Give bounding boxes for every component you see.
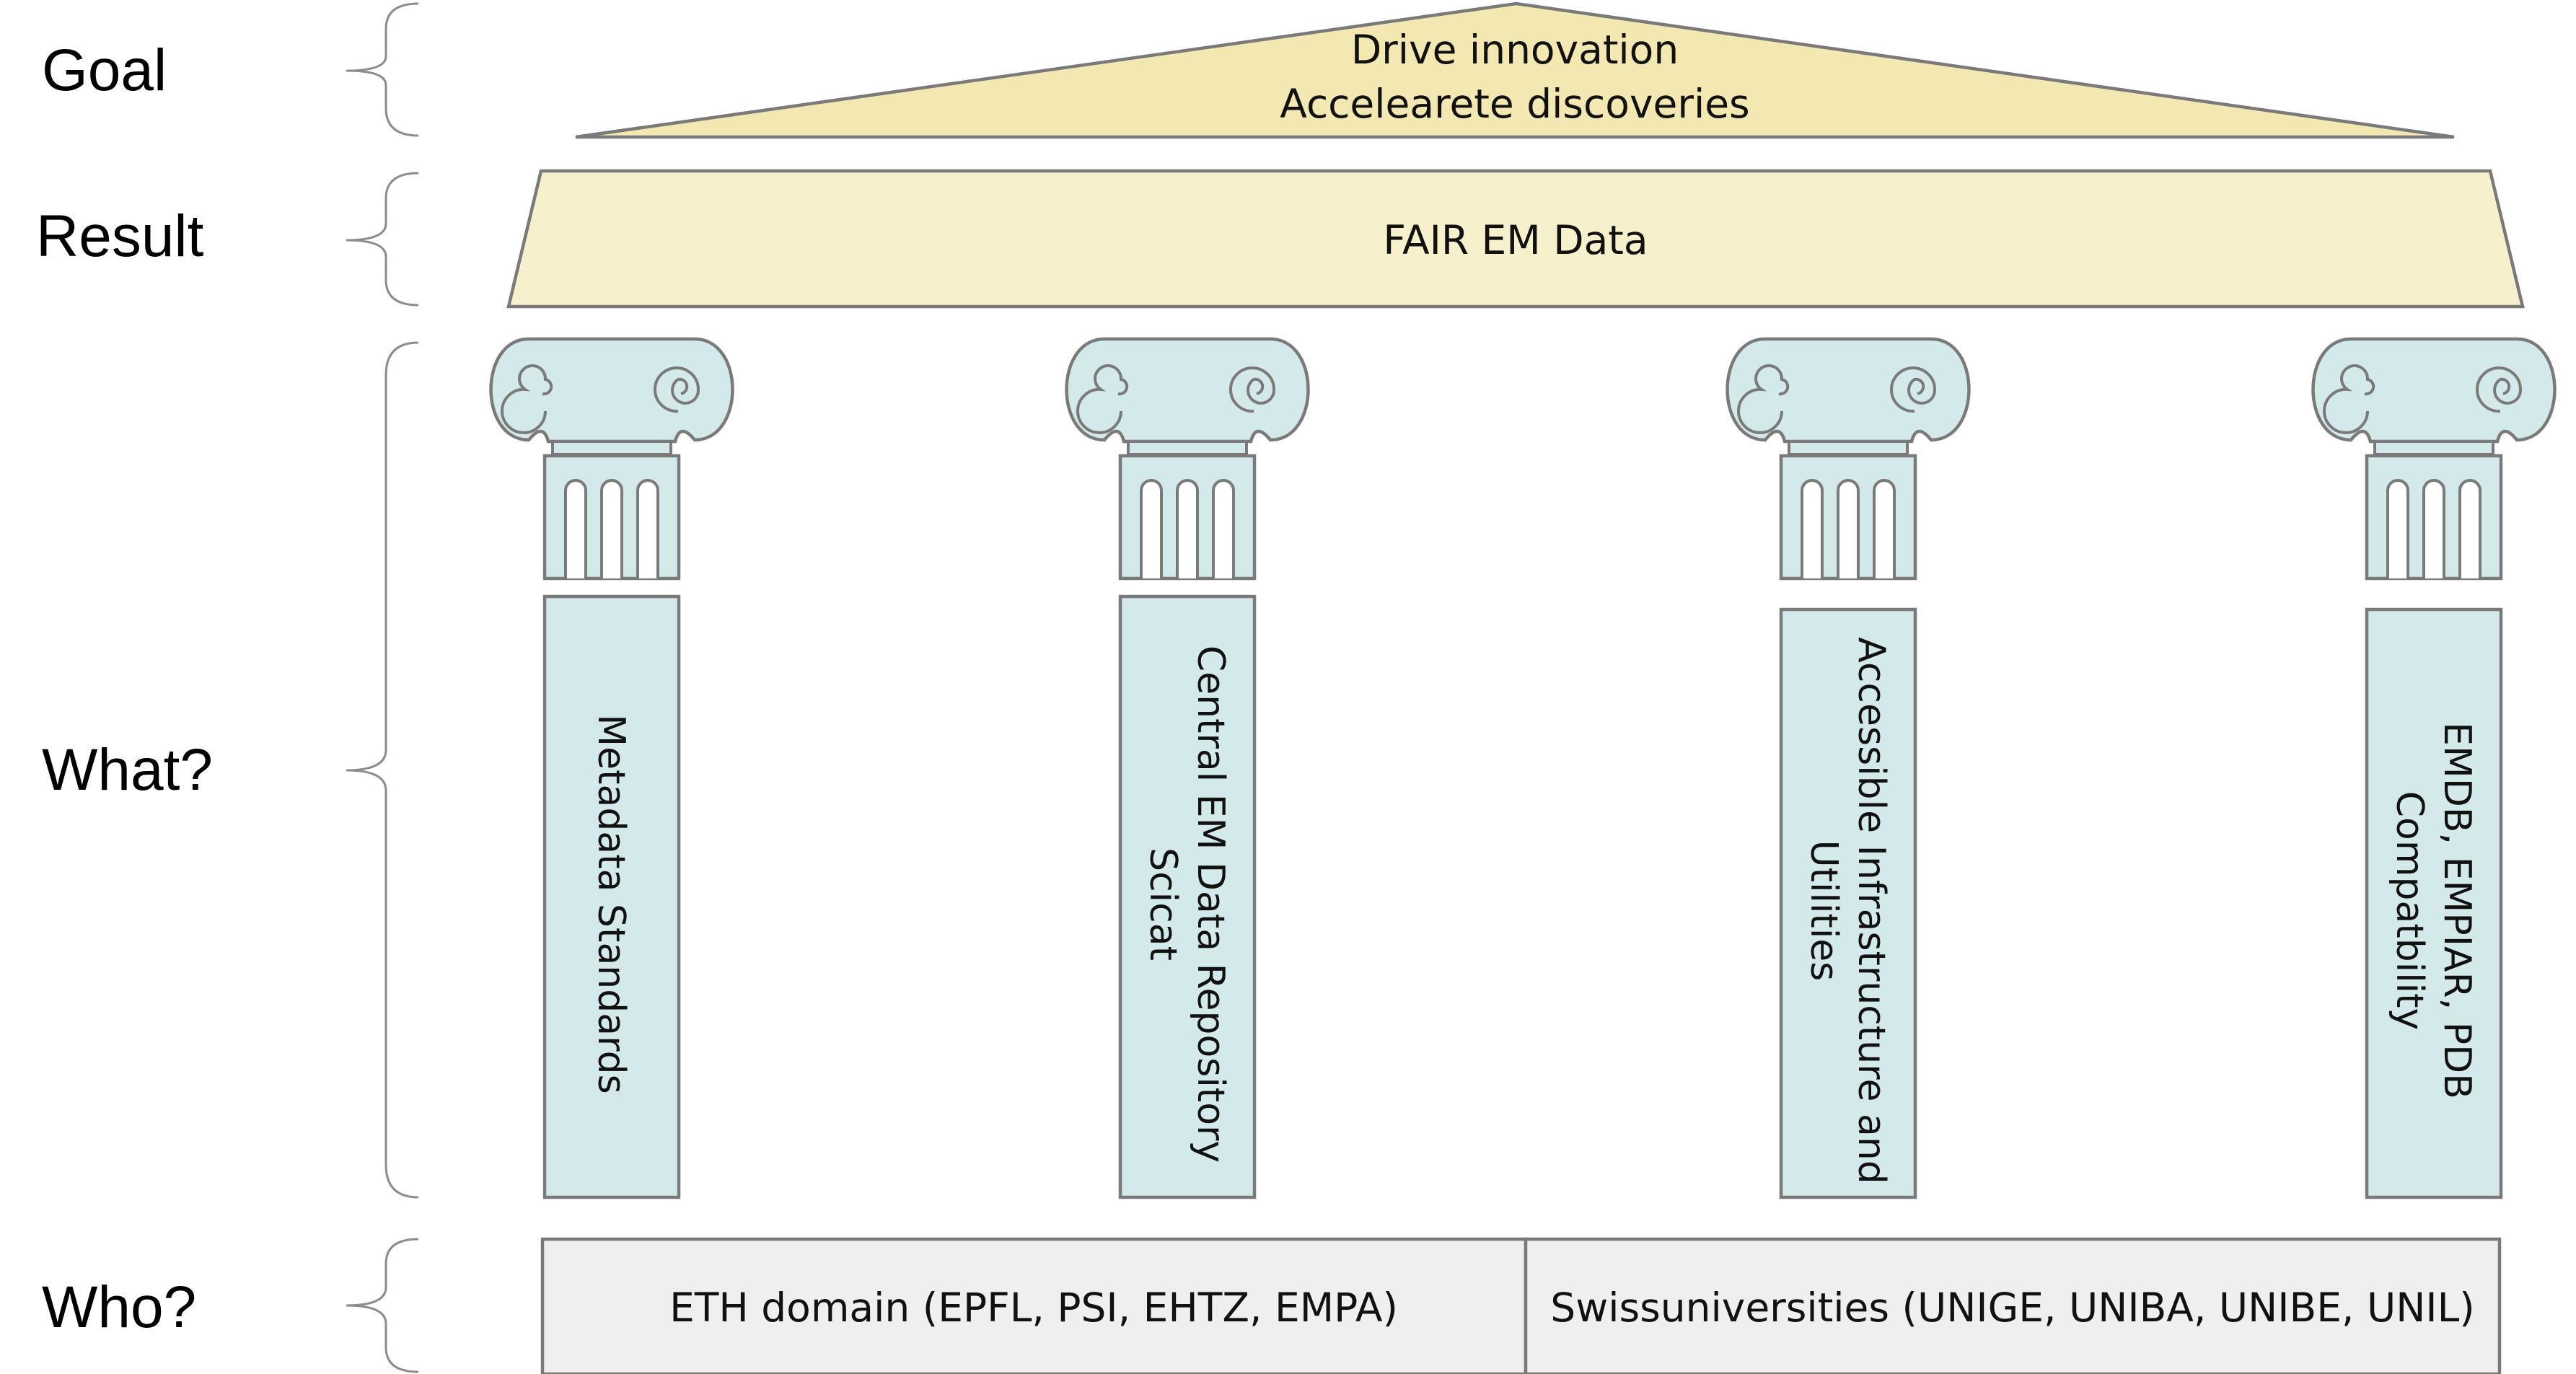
pillar-1-label-line-1: Metadata Standards	[589, 714, 633, 1093]
foundation-right-box	[1524, 1237, 2502, 1374]
pillar-4-capital	[2311, 337, 2557, 444]
pillar-4-volute-left	[2323, 364, 2375, 434]
pillar-4-volute-right	[2476, 366, 2523, 413]
pillar-4-label: EMDB, EMPIAR, PDBCompatbility	[2388, 722, 2479, 1099]
pillar-3: Accessible Infrastructure andUtilities	[1726, 337, 1971, 1199]
pillar-1-label: Metadata Standards	[589, 714, 633, 1093]
pillar-3-volute-left	[1737, 364, 1790, 434]
foundation-left-box	[540, 1237, 1528, 1374]
pillar-2-capital	[1065, 337, 1310, 444]
pillar-4-label-line-2: Compatbility	[2388, 791, 2431, 1031]
pillar-3-shaft	[1779, 607, 1917, 1199]
pillar-2-label-line-2: Scicat	[1141, 847, 1184, 961]
pillar-3-flute-3	[1873, 479, 1896, 578]
pillar-2-flute-3	[1212, 479, 1235, 578]
pillar-1-flute-2	[600, 479, 623, 578]
pillar-1-capital	[489, 337, 734, 444]
pillar-2-neck	[1127, 440, 1248, 456]
roof-line-1: Drive innovation	[1351, 27, 1679, 73]
pillar-2-volute-left	[1076, 364, 1129, 434]
result-beam-label: FAIR EM Data	[1383, 217, 1648, 263]
row-label-what: What?	[42, 737, 213, 803]
pillar-2-flute-2	[1176, 479, 1199, 578]
pillar-3-label-line-1: Accessible Infrastructure and	[1850, 637, 1893, 1184]
pillar-2-volute-right	[1229, 366, 1276, 413]
brace-result	[346, 172, 419, 307]
pillar-2-label-line-1: Central EM Data Repository	[1189, 646, 1232, 1163]
pillar-4-flute-1	[2386, 479, 2409, 578]
pillar-3-capital	[1726, 337, 1971, 444]
pillar-2: Central EM Data RepositoryScicat	[1065, 337, 1310, 1199]
row-label-who: Who?	[42, 1274, 196, 1340]
pillar-4-shaft	[2365, 607, 2503, 1199]
row-label-goal: Goal	[42, 38, 167, 103]
pillar-3-label-line-2: Utilities	[1802, 840, 1845, 982]
pillar-2-flute-1	[1140, 479, 1163, 578]
pillar-4-neck	[2373, 440, 2494, 456]
row-label-result: Result	[36, 203, 204, 269]
pillar-4-flute-3	[2458, 479, 2482, 578]
pillar-1-flute-3	[636, 479, 659, 578]
brace-what	[346, 341, 419, 1199]
pillar-2-label: Central EM Data RepositoryScicat	[1141, 646, 1232, 1163]
pillar-3-label: Accessible Infrastructure andUtilities	[1802, 637, 1893, 1184]
foundation-right-label: Swissuniversities (UNIGE, UNIBA, UNIBE, …	[1550, 1285, 2474, 1331]
pillars-group: Metadata Standards Central EM Data Reposi…	[489, 337, 2557, 1199]
brace-who	[346, 1238, 419, 1373]
roof-line-2: Accelearete discoveries	[1280, 81, 1749, 127]
pillar-4-flute-2	[2422, 479, 2445, 578]
pillar-1-shaft	[542, 594, 681, 1199]
pillar-2-shaft	[1118, 594, 1257, 1199]
pillar-4-label-line-1: EMDB, EMPIAR, PDB	[2435, 722, 2479, 1099]
pillar-1: Metadata Standards	[489, 337, 734, 1199]
pillar-1-flute-1	[564, 479, 587, 578]
result-beam	[506, 169, 2525, 309]
brace-goal	[346, 2, 419, 137]
pillar-1-neck	[551, 440, 672, 456]
pillar-3-volute-right	[1890, 366, 1937, 413]
pillar-4: EMDB, EMPIAR, PDBCompatbility	[2311, 337, 2557, 1199]
roof-triangle	[575, 1, 2455, 139]
pillar-3-flute-1	[1801, 479, 1824, 578]
pillar-3-flute-2	[1837, 479, 1860, 578]
pillar-1-volute-left	[501, 364, 553, 434]
pillar-1-volute-right	[654, 366, 700, 413]
pillar-3-neck	[1788, 440, 1909, 456]
foundation-left-label: ETH domain (EPFL, PSI, EHTZ, EMPA)	[669, 1285, 1398, 1331]
